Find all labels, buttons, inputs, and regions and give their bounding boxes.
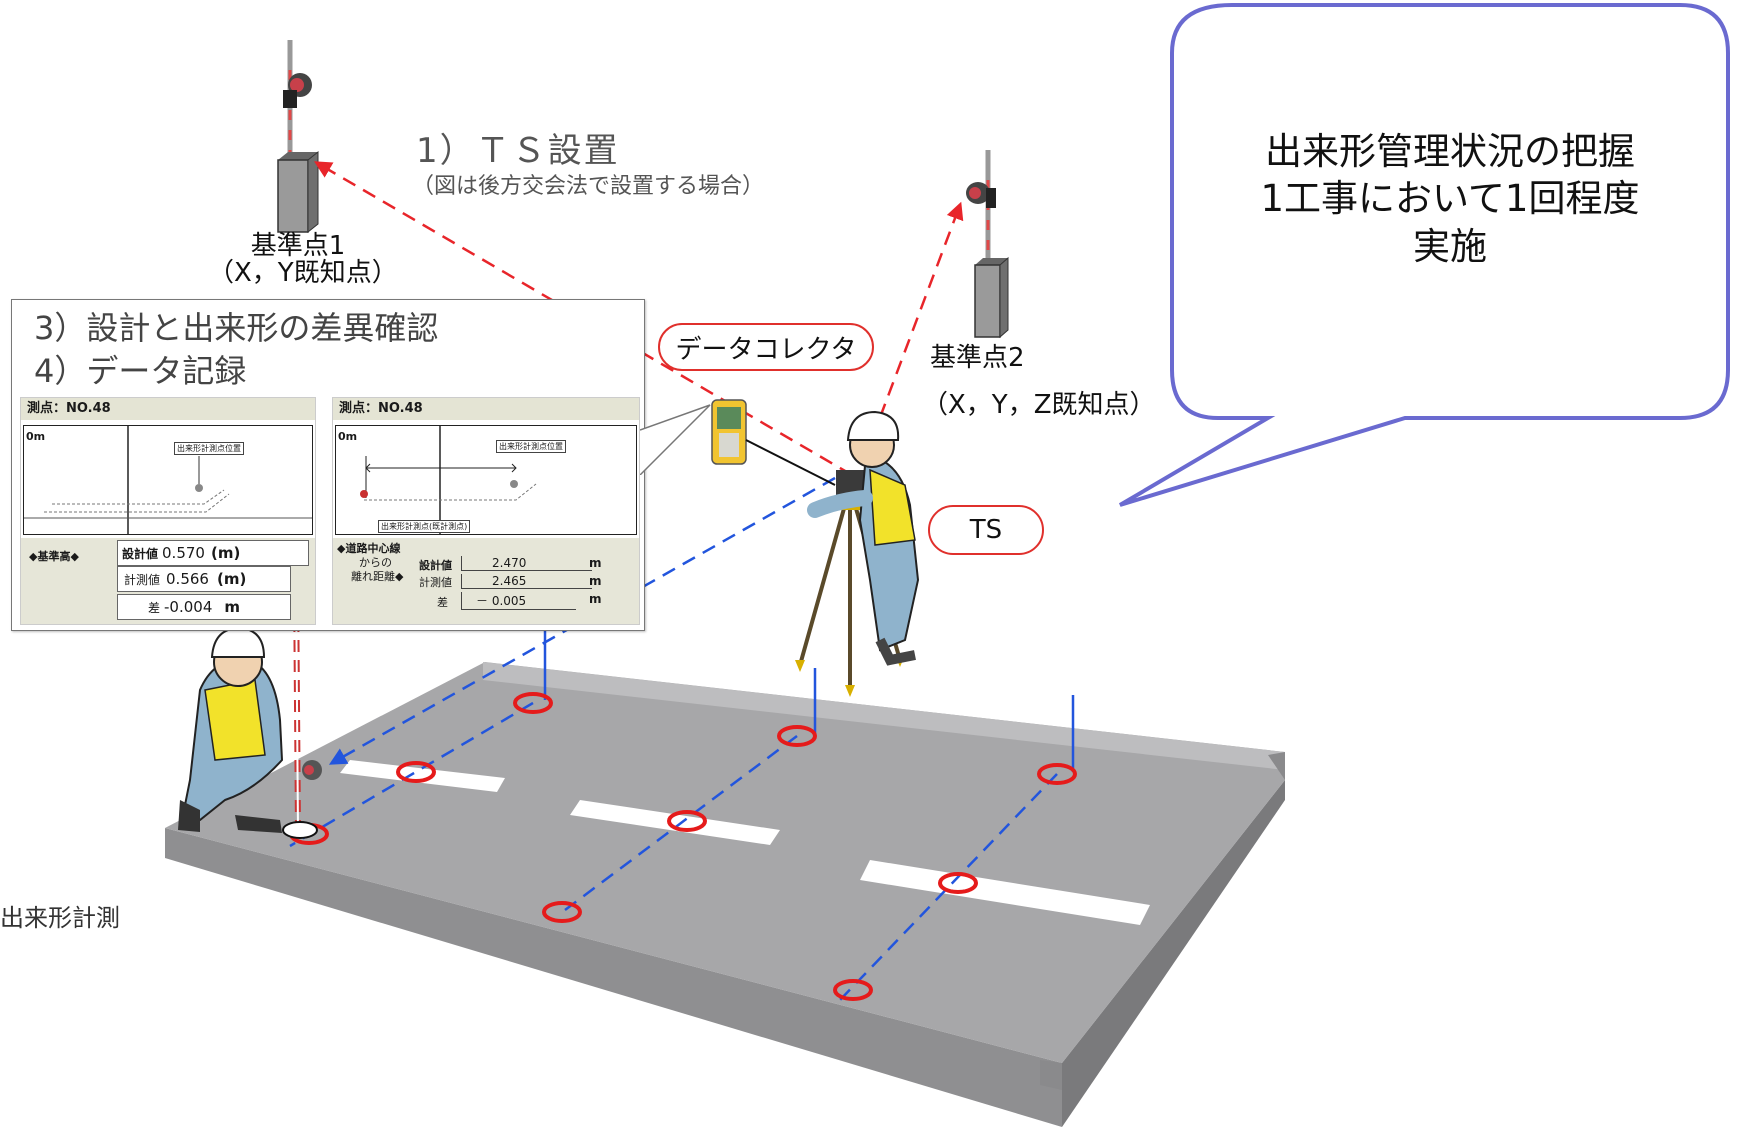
measurement-points xyxy=(289,692,1077,1001)
benchmark1-label: 基準点1 （X，Y既知点） xyxy=(208,231,398,289)
screen-right-values: ◆道路中心線 からの 離れ距離◆ 設計値 計測値 差 2.470 2.465 －… xyxy=(333,538,639,624)
benchmark-1 xyxy=(277,40,319,234)
data-screen-panel: 3）設計と出来形の差異確認 4）データ記録 測点：NO.48 0m 出来形計測点… xyxy=(11,299,645,631)
screen-right-plot: 0m 出来形計測点位置 出来形計測点(既計測点) xyxy=(335,425,637,535)
callout-line2: 1工事において1回程度 xyxy=(1260,177,1640,221)
data-collector-label: データコレクタ xyxy=(658,323,874,371)
lane-marking xyxy=(860,860,1150,925)
step2-label: 出来形計測 xyxy=(0,904,120,932)
screen-left-design-value: 0.570 xyxy=(162,544,205,562)
screen-left-measured-label: 計測値 xyxy=(124,572,161,587)
screen-right-design-label: 設計値 xyxy=(419,559,452,572)
callout-line1: 出来形管理状況の把握 xyxy=(1265,130,1635,173)
screen-left-station: 測点：NO.48 xyxy=(21,398,315,420)
screen-right-design-value: 2.470 xyxy=(461,556,592,571)
screen-right-point-tag: 出来形計測点位置 xyxy=(496,440,566,453)
lane-marking xyxy=(340,760,505,792)
screen-right-measured-value: 2.465 xyxy=(461,574,592,589)
screen-left-point-tag: 出来形計測点位置 xyxy=(174,442,244,455)
screen-right-diff-unit: m xyxy=(589,592,602,606)
screen-left-design-row: 設計値 0.570 (m) xyxy=(117,540,309,566)
data-collector-device xyxy=(711,399,836,486)
screen-left-zero: 0m xyxy=(26,430,46,443)
panel-pointer xyxy=(640,404,711,475)
screen-left: 測点：NO.48 0m 出来形計測点位置 ◆基準高◆ 設計値 0.570 (m)… xyxy=(20,397,316,625)
ts-label: TS xyxy=(928,505,1044,555)
lane-marking xyxy=(570,800,780,845)
screen-right-station: 測点：NO.48 xyxy=(333,398,639,420)
road-slab xyxy=(165,662,1285,1127)
benchmark-2 xyxy=(966,150,1009,339)
ts-operator xyxy=(795,410,920,697)
screen-left-design-unit: (m) xyxy=(210,544,241,562)
screen-right-section-line3: 離れ距離◆ xyxy=(351,570,404,583)
screen-left-plot: 0m 出来形計測点位置 xyxy=(23,425,313,535)
screen-left-measured-unit: (m) xyxy=(216,570,247,588)
screen-right-section-line2: からの xyxy=(359,556,392,569)
step3-title: 3）設計と出来形の差異確認 xyxy=(34,309,439,347)
callout-bubble xyxy=(1118,3,1730,507)
screen-left-diff-value: -0.004 xyxy=(164,598,213,616)
screen-right-ref-tag: 出来形計測点(既計測点) xyxy=(378,520,471,533)
screen-left-values: ◆基準高◆ 設計値 0.570 (m) 計測値 0.566 (m) 差 -0.0… xyxy=(21,538,315,624)
screen-right-diff-label: 差 xyxy=(437,596,448,609)
benchmark2-desc: （X，Y，Z既知点） xyxy=(922,390,1156,420)
section-lines xyxy=(289,618,1075,1001)
screen-left-diff-row: 差 -0.004 m xyxy=(117,594,291,620)
screen-left-design-label: 設計値 xyxy=(122,546,159,561)
screen-right-zero: 0m xyxy=(338,430,358,443)
screen-right-design-unit: m xyxy=(589,556,602,570)
callout-text: 出来形管理状況の把握 1工事において1回程度 実施 xyxy=(1190,128,1710,270)
screen-left-measured-value: 0.566 xyxy=(166,570,209,588)
screen-right: 測点：NO.48 0m 出来形計測点位置 出来形計測点(既計測点) ◆道路中心線… xyxy=(332,397,640,625)
screen-right-measured-label: 計測値 xyxy=(419,576,452,589)
screen-left-diff-unit: m xyxy=(224,598,241,616)
benchmark1-name: 基準点1 xyxy=(250,231,346,261)
screen-left-section-drawing xyxy=(24,426,312,534)
screen-left-diff-label: 差 xyxy=(148,600,161,615)
step1-note: （図は後方交会法で設置する場合） xyxy=(412,174,765,199)
callout-line3: 実施 xyxy=(1413,224,1487,268)
prism-holder-worker xyxy=(178,579,322,839)
step4-title: 4）データ記録 xyxy=(34,352,247,390)
screen-left-section-label: ◆基準高◆ xyxy=(29,550,79,563)
benchmark1-desc: （X，Y既知点） xyxy=(208,258,398,289)
benchmark2-name: 基準点2 xyxy=(930,343,1025,373)
step1-title: 1）ＴＳ設置 xyxy=(416,131,620,171)
screen-right-diff-value: － 0.005 xyxy=(461,592,576,610)
screen-right-section-line1: ◆道路中心線 xyxy=(337,542,401,555)
screen-left-measured-row: 計測値 0.566 (m) xyxy=(117,566,291,592)
screen-right-section-drawing xyxy=(360,426,537,534)
screen-right-measured-unit: m xyxy=(589,574,602,588)
